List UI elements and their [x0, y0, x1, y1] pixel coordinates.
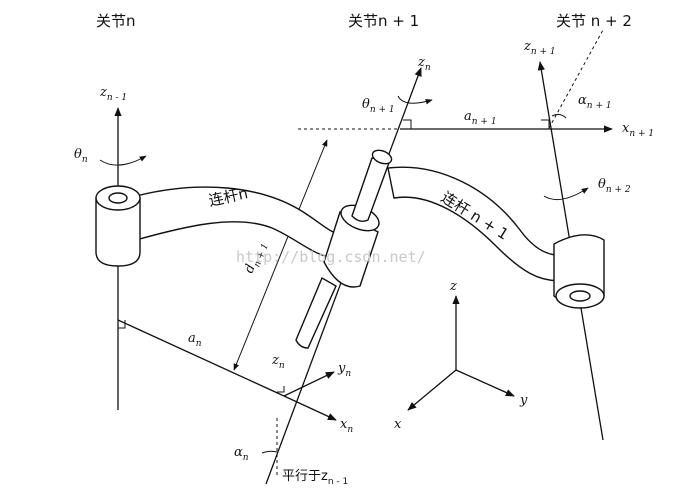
- world-x-label: x: [394, 417, 402, 432]
- world-y-label: y: [519, 393, 528, 408]
- joint-n1-cylinder: [295, 149, 393, 349]
- joint-n2-label: 关节 n + 2: [556, 12, 632, 30]
- theta-n-rotation-arrow: [99, 155, 147, 166]
- x-n-axis: [283, 395, 337, 421]
- alpha-n-label: αn: [234, 445, 249, 463]
- watermark: http://blog.csdn.net/: [236, 248, 426, 266]
- right-angle-marker-1: [403, 119, 412, 129]
- world-z-label: z: [449, 279, 457, 294]
- theta-n2-rotation-arrow: [543, 187, 589, 201]
- theta-n1-rotation-arrow: [397, 95, 433, 105]
- z-n-frame-label: zn: [271, 353, 285, 371]
- theta-n2-label: θn + 2: [598, 177, 631, 195]
- y-n-frame-label: yn: [337, 361, 351, 379]
- a-n1-label: an + 1: [464, 109, 497, 127]
- right-angle-marker-3: [118, 320, 126, 329]
- alpha-n1-arc: [551, 113, 567, 119]
- joint-n-cylinder: [95, 185, 141, 267]
- world-y-axis: [455, 369, 515, 397]
- z-n-top-label: zn: [417, 55, 431, 73]
- alpha-n1-label: αn + 1: [578, 93, 612, 111]
- y-n-axis: [283, 371, 335, 397]
- joint-n2-cylinder: [553, 234, 605, 309]
- right-angle-marker-4: [277, 386, 285, 393]
- a-n-label: an: [188, 331, 202, 349]
- d-n1-dimension: [233, 139, 328, 371]
- right-angle-marker-2: [541, 119, 550, 129]
- z-n-plus-1-label: zn + 1: [523, 39, 556, 57]
- joint-n-label: 关节n: [96, 12, 136, 30]
- alpha-n1-reference-line: [548, 29, 604, 129]
- world-x-axis: [407, 369, 457, 411]
- theta-n1-label: θn + 1: [362, 97, 395, 115]
- a-n-line: [117, 319, 285, 397]
- alpha-n-arc: [261, 450, 278, 454]
- x-n-frame-label: xn: [340, 417, 353, 435]
- z-n-minus-1-label: zn - 1: [99, 85, 127, 103]
- x-n-plus-1-label: xn + 1: [622, 121, 654, 139]
- parallel-label: 平行于zn - 1: [282, 469, 348, 487]
- theta-n-label: θn: [74, 147, 88, 165]
- joint-n1-label: 关节n + 1: [348, 12, 419, 30]
